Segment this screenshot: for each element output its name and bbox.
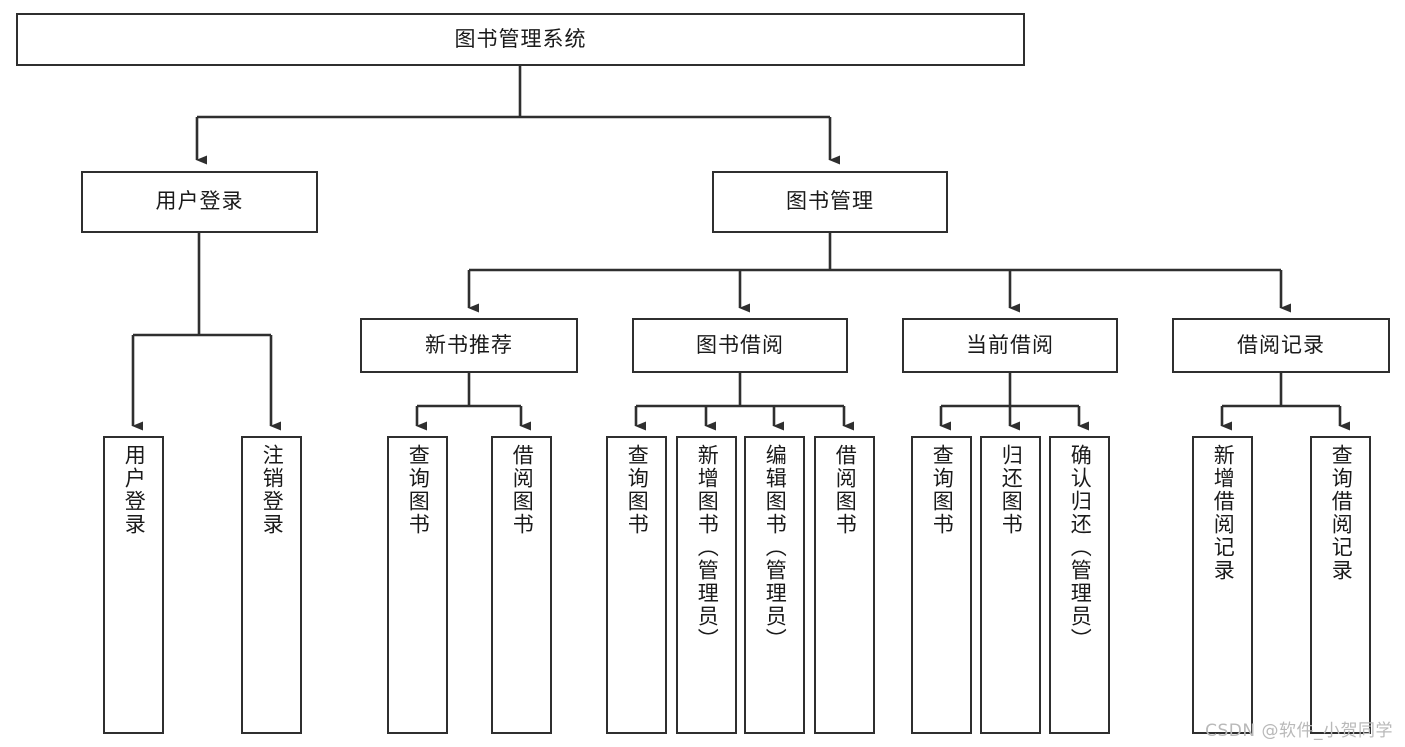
node-leaf-query-book-2-label: 查询图书 bbox=[625, 444, 650, 536]
csdn-watermark: CSDN @软件_小贺同学 bbox=[1205, 721, 1393, 741]
node-leaf-edit-book[interactable]: 编辑图书（管理员） bbox=[744, 436, 805, 734]
node-leaf-query-record-label: 查询借阅记录 bbox=[1329, 444, 1354, 582]
node-leaf-return-book[interactable]: 归还图书 bbox=[980, 436, 1041, 734]
node-book-manage-label: 图书管理 bbox=[786, 189, 874, 214]
node-leaf-add-book-label: 新增图书（管理员） bbox=[695, 444, 720, 651]
node-leaf-add-record[interactable]: 新增借阅记录 bbox=[1192, 436, 1253, 734]
node-user-login[interactable]: 用户登录 bbox=[81, 171, 318, 233]
node-leaf-add-book[interactable]: 新增图书（管理员） bbox=[676, 436, 737, 734]
node-leaf-borrow-book-1[interactable]: 借阅图书 bbox=[491, 436, 552, 734]
node-borrow-record[interactable]: 借阅记录 bbox=[1172, 318, 1390, 373]
node-leaf-user-login-label: 用户登录 bbox=[122, 444, 147, 536]
node-leaf-logout-login[interactable]: 注销登录 bbox=[241, 436, 302, 734]
node-user-login-label: 用户登录 bbox=[155, 189, 244, 214]
node-leaf-query-book-1-label: 查询图书 bbox=[406, 444, 431, 536]
node-leaf-user-login[interactable]: 用户登录 bbox=[103, 436, 164, 734]
node-leaf-confirm-return[interactable]: 确认归还（管理员） bbox=[1049, 436, 1110, 734]
node-leaf-query-book-3-label: 查询图书 bbox=[930, 444, 955, 536]
node-leaf-add-record-label: 新增借阅记录 bbox=[1211, 444, 1236, 582]
node-new-book-recommend[interactable]: 新书推荐 bbox=[360, 318, 578, 373]
node-borrow-record-label: 借阅记录 bbox=[1237, 332, 1325, 357]
node-leaf-confirm-return-label: 确认归还（管理员） bbox=[1068, 444, 1093, 651]
node-leaf-query-book-1[interactable]: 查询图书 bbox=[387, 436, 448, 734]
node-leaf-return-book-label: 归还图书 bbox=[999, 444, 1024, 536]
node-book-borrow[interactable]: 图书借阅 bbox=[632, 318, 848, 373]
node-book-borrow-label: 图书借阅 bbox=[696, 332, 784, 357]
node-leaf-logout-login-label: 注销登录 bbox=[260, 444, 285, 536]
node-leaf-borrow-book-1-label: 借阅图书 bbox=[510, 444, 535, 536]
node-leaf-query-book-3[interactable]: 查询图书 bbox=[911, 436, 972, 734]
node-new-book-recommend-label: 新书推荐 bbox=[425, 332, 513, 357]
node-leaf-query-book-2[interactable]: 查询图书 bbox=[606, 436, 667, 734]
node-leaf-borrow-book-2-label: 借阅图书 bbox=[833, 444, 858, 536]
node-leaf-query-record[interactable]: 查询借阅记录 bbox=[1310, 436, 1371, 734]
node-root-book-management-system[interactable]: 图书管理系统 bbox=[16, 13, 1025, 66]
node-root-label: 图书管理系统 bbox=[454, 26, 587, 51]
node-current-borrow[interactable]: 当前借阅 bbox=[902, 318, 1118, 373]
node-current-borrow-label: 当前借阅 bbox=[966, 332, 1054, 357]
node-leaf-edit-book-label: 编辑图书（管理员） bbox=[763, 444, 788, 651]
node-leaf-borrow-book-2[interactable]: 借阅图书 bbox=[814, 436, 875, 734]
node-book-manage[interactable]: 图书管理 bbox=[712, 171, 948, 233]
